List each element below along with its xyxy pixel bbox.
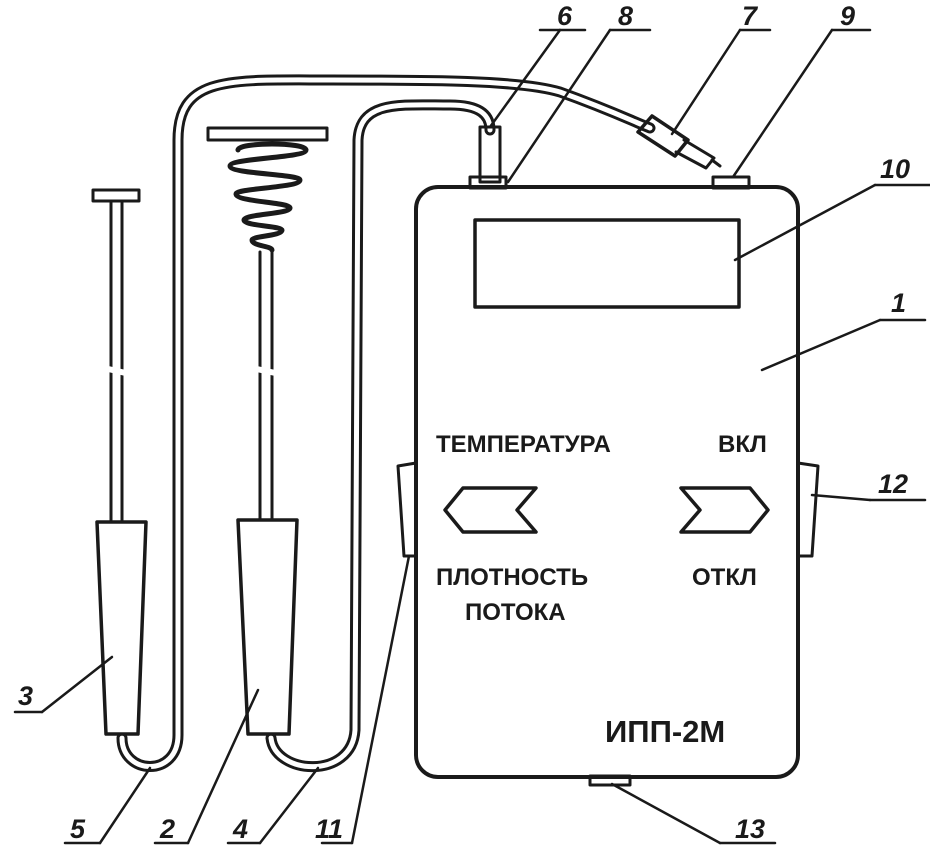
probe-3	[91, 188, 148, 736]
foot-13	[588, 774, 632, 787]
probe-2	[206, 126, 329, 736]
switch-right-top-label: ВКЛ	[718, 431, 767, 458]
callout-1: 1	[891, 288, 906, 318]
switch-left-top-label: ТЕМПЕРАТУРА	[436, 431, 611, 458]
callout-4: 4	[232, 814, 248, 844]
cable-4	[265, 99, 496, 773]
callout-8: 8	[618, 1, 633, 31]
socket-9[interactable]	[711, 175, 751, 190]
cable-5	[116, 74, 656, 772]
callout-11: 11	[315, 814, 343, 844]
callout-2: 2	[159, 814, 175, 844]
callout-6: 6	[557, 1, 573, 31]
switch-left-bottom-label-1: ПЛОТНОСТЬ	[436, 564, 588, 591]
switch-12[interactable]	[796, 461, 820, 558]
leader-lines	[13, 28, 930, 845]
callout-10: 10	[880, 154, 910, 184]
switch-11[interactable]	[396, 461, 418, 558]
device-model-label: ИПП-2М	[605, 714, 725, 749]
power-selector-arrow[interactable]	[679, 486, 770, 534]
callout-9: 9	[840, 1, 855, 31]
display-window	[473, 218, 741, 309]
switch-left-bottom-label-2: ПОТОКА	[465, 599, 566, 626]
socket-8[interactable]	[468, 175, 508, 190]
callout-3: 3	[18, 681, 33, 711]
switch-right-bottom-label: ОТКЛ	[692, 564, 757, 591]
callout-5: 5	[70, 814, 86, 844]
mode-selector-arrow[interactable]	[443, 486, 538, 534]
plug-7	[636, 114, 722, 170]
callout-7: 7	[742, 1, 759, 31]
callout-13: 13	[735, 814, 765, 844]
callout-12: 12	[878, 469, 908, 499]
